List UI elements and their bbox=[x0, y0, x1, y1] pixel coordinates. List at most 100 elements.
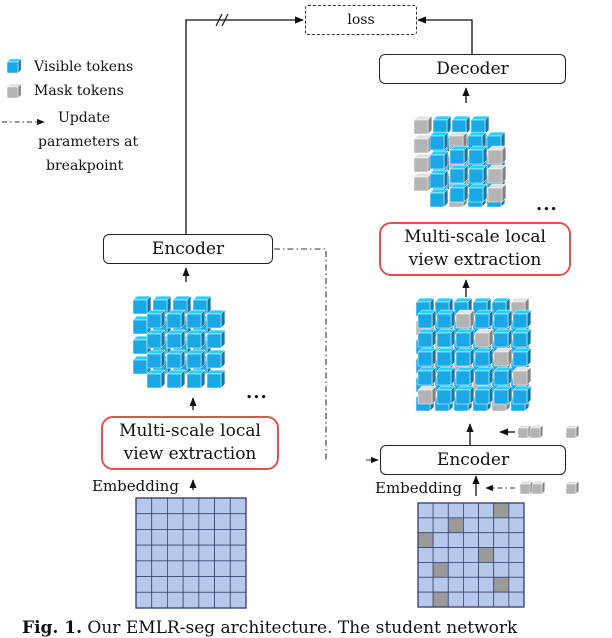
visible-token-cube bbox=[474, 347, 494, 367]
cube-front-face bbox=[565, 427, 577, 439]
mask-token-cube bbox=[493, 347, 513, 367]
visible-token-cube bbox=[166, 329, 186, 349]
visible-token-cube bbox=[449, 164, 469, 184]
masked-patch-cell bbox=[432, 591, 449, 608]
patch-cell bbox=[229, 529, 247, 546]
patch-cell bbox=[151, 513, 168, 530]
patch-cell bbox=[229, 513, 247, 530]
cube-front-face bbox=[417, 351, 433, 367]
visible-token-cube bbox=[146, 329, 166, 349]
loss-box: loss bbox=[305, 5, 417, 35]
patch-cell bbox=[167, 497, 184, 515]
left-ellipsis: ... bbox=[246, 382, 268, 403]
visible-token-cube bbox=[436, 347, 456, 367]
caption-label: Fig. 1. bbox=[22, 618, 82, 638]
patch-cell bbox=[135, 529, 153, 546]
visible-token-cube bbox=[429, 169, 449, 189]
patch-cell bbox=[182, 544, 200, 562]
patch-cell bbox=[214, 544, 231, 562]
stop-gradient-mark-b bbox=[221, 13, 229, 27]
left-extraction-line1: Multi-scale local bbox=[119, 421, 261, 441]
decoder-box: Decoder bbox=[379, 54, 566, 84]
cube-front-face bbox=[565, 483, 577, 495]
visible-token-cube bbox=[468, 164, 488, 184]
visible-token-cube bbox=[429, 131, 449, 151]
visible-token-cube bbox=[474, 309, 494, 329]
visible-token-cube bbox=[186, 329, 206, 349]
patch-cell bbox=[447, 591, 464, 608]
cube-front-face bbox=[436, 332, 452, 348]
legend-update-line3: breakpoint bbox=[46, 158, 124, 174]
cube-front-face bbox=[206, 353, 222, 369]
patch-cell bbox=[167, 529, 184, 546]
patch-cell bbox=[432, 517, 449, 534]
patch-cell bbox=[151, 529, 168, 546]
mask-token-cube bbox=[417, 385, 437, 405]
left-embedding-grid bbox=[135, 497, 247, 609]
patch-cell bbox=[151, 544, 168, 562]
patch-cell bbox=[198, 576, 215, 593]
mask-token-cube bbox=[413, 153, 433, 173]
cube-front-face bbox=[449, 149, 465, 165]
cube-front-face bbox=[455, 351, 471, 367]
cube-front-face bbox=[186, 353, 202, 369]
patch-cell bbox=[432, 532, 449, 548]
mask-token-cube bbox=[565, 480, 580, 495]
cube-front-face bbox=[429, 192, 445, 208]
patch-cell bbox=[151, 576, 168, 593]
cube-front-face bbox=[417, 389, 433, 405]
visible-token-cube bbox=[449, 183, 469, 203]
visible-token-cube bbox=[493, 309, 513, 329]
patch-cell bbox=[478, 532, 495, 548]
patch-cell bbox=[463, 562, 479, 578]
cube-front-face bbox=[449, 187, 465, 203]
cube-front-face bbox=[146, 333, 162, 349]
cube-front-face bbox=[512, 351, 528, 367]
patch-cell bbox=[432, 547, 449, 563]
visible-token-cube bbox=[436, 385, 456, 405]
masked-patch-cell bbox=[432, 562, 449, 578]
patch-cell bbox=[463, 502, 479, 519]
left-encoder-label: Encoder bbox=[151, 239, 225, 259]
patch-cell bbox=[508, 562, 525, 578]
cube-front-face bbox=[166, 313, 182, 329]
cube-front-face bbox=[436, 389, 452, 405]
patch-cell bbox=[182, 560, 200, 577]
mask-token-cube bbox=[565, 424, 580, 439]
cube-front-face bbox=[132, 319, 148, 335]
patch-cell bbox=[135, 560, 153, 577]
legend-update-line1: Update bbox=[58, 110, 110, 126]
cube-front-face bbox=[455, 370, 471, 386]
mask-token-cube bbox=[487, 164, 507, 184]
patch-cell bbox=[417, 547, 434, 563]
decoder-to-loss-connector bbox=[417, 16, 473, 54]
visible-token-cube bbox=[474, 366, 494, 386]
visible-token-cube bbox=[206, 329, 226, 349]
visible-token-cube bbox=[417, 309, 437, 329]
patch-cell bbox=[493, 532, 510, 548]
stop-gradient-mark-a bbox=[215, 13, 223, 27]
visible-token-cube bbox=[436, 366, 456, 386]
patch-cell bbox=[182, 513, 200, 530]
visible-token-cube bbox=[493, 366, 513, 386]
patch-cell bbox=[478, 517, 495, 534]
patch-cell bbox=[447, 547, 464, 563]
patch-cell bbox=[214, 591, 231, 609]
patch-cell bbox=[167, 576, 184, 593]
cube-front-face bbox=[6, 86, 19, 99]
cube-front-face bbox=[132, 339, 148, 355]
visible-token-cube bbox=[206, 369, 226, 389]
patch-cell bbox=[463, 532, 479, 548]
patch-cell bbox=[135, 513, 153, 530]
patch-cell bbox=[214, 576, 231, 593]
visible-token-cube bbox=[206, 349, 226, 369]
cube-front-face bbox=[519, 483, 531, 495]
patch-cell bbox=[198, 497, 215, 515]
visible-token-cube bbox=[429, 188, 449, 208]
cube-front-face bbox=[474, 313, 490, 329]
patch-cell bbox=[493, 562, 510, 578]
patch-cell bbox=[135, 576, 153, 593]
visible-token-cube bbox=[132, 295, 152, 315]
cube-front-face bbox=[413, 176, 429, 192]
